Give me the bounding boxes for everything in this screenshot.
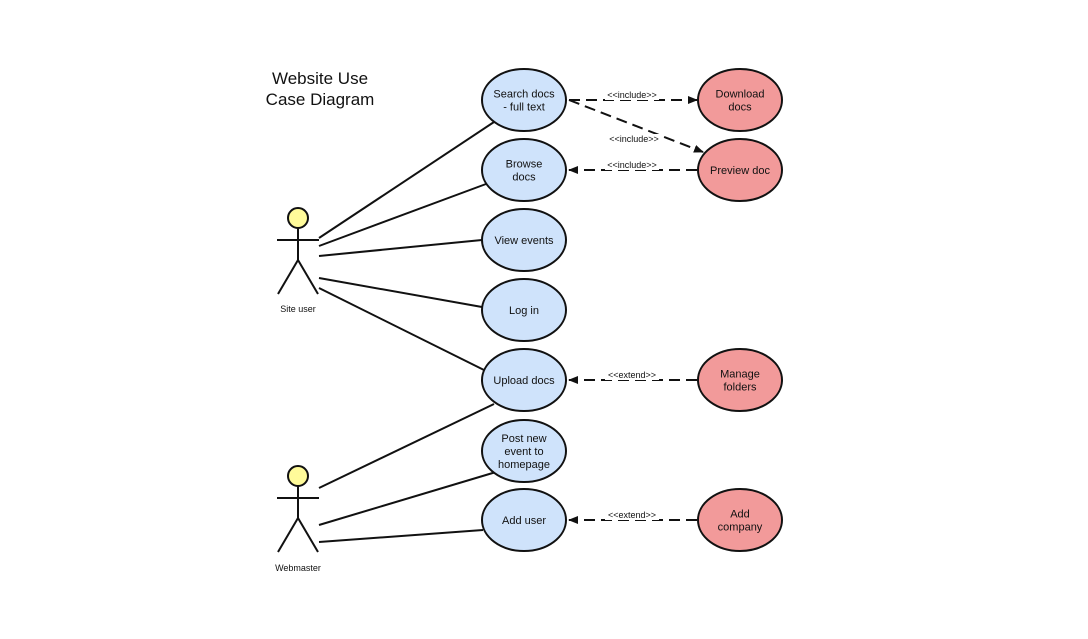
extension-case-ellipse [697,488,783,552]
relationship-label-background [607,134,661,144]
actor-right-leg [297,517,319,553]
use-case-label-line: Upload docs [493,375,555,387]
association-line-site_user-browse [318,183,487,247]
use-case-upload[interactable]: Upload docs [481,348,567,412]
actor-webmaster[interactable]: Webmaster [275,465,321,573]
use-case-label-line: View events [494,235,554,247]
association-line-webmaster-post [318,471,497,526]
actor-left-leg [277,259,299,295]
use-case-label-line: Browse [506,159,543,171]
use-case-label-line: Post new [501,433,546,445]
use-case-ellipse [481,488,567,552]
actor-right-leg [297,259,319,295]
extension-case-label-line: Download [716,89,765,101]
association-lines [318,121,497,543]
relationship-label-background [605,370,659,380]
extension-case-label-line: Preview doc [710,165,770,177]
use-case-label-line: homepage [498,459,550,471]
use-case-ellipse [481,68,567,132]
diagram-title-line-2: Case Diagram [265,90,375,109]
relationship-label-search-preview: <<include>> [609,134,659,144]
association-line-site_user-search [318,121,495,239]
relationship-label-search-download: <<include>> [607,90,657,100]
relationship-label-company-adduser: <<extend>> [608,510,656,520]
relationship-label-background [605,510,659,520]
extension-case-label-line: folders [723,382,757,394]
use-case-search[interactable]: Search docs- full text [481,68,567,132]
use-case-login[interactable]: Log in [481,278,567,342]
extension-case-preview[interactable]: Preview doc [697,138,783,202]
use-case-label-line: Add user [502,515,546,527]
extension-case-label-line: docs [728,102,752,114]
dependency-arrow-search-preview [568,99,704,153]
extension-case-ellipse [697,68,783,132]
actor-label: Webmaster [275,563,321,573]
use-case-events[interactable]: View events [481,208,567,272]
use-case-ellipse [481,138,567,202]
association-line-webmaster-adduser [318,529,484,543]
use-case-adduser[interactable]: Add user [481,488,567,552]
use-case-ellipse [481,348,567,412]
actor-site_user[interactable]: Site user [277,207,319,314]
use-case-label-line: - full text [503,102,545,114]
association-line-site_user-upload [318,287,489,373]
actor-head-icon [287,465,309,487]
use-case-label-line: event to [504,446,543,458]
actor-label: Site user [280,304,316,314]
diagram-title-line-1: Website Use [271,69,369,88]
use-case-ellipse [481,208,567,272]
use-case-ellipse [481,278,567,342]
actor-left-leg [277,517,299,553]
extension-case-label-line: Add [730,509,750,521]
dependency-arrows: <<include>> <<include>> <<include>> <<exten… [568,90,704,524]
use-case-label-line: Log in [509,305,539,317]
relationship-label-background [605,90,659,100]
relationship-label-background [605,160,659,170]
actor-head-icon [287,207,309,229]
extension-case-ellipse [697,138,783,202]
association-line-webmaster-upload [318,403,495,489]
relationship-label-folders-upload: <<extend>> [608,370,656,380]
extension-case-ellipse [697,348,783,412]
use-case-label-line: Search docs [493,89,555,101]
use-case-label-line: docs [512,172,536,184]
relationship-label-preview-browse: <<include>> [607,160,657,170]
extension-case-label-line: company [718,522,763,534]
association-line-site_user-events [318,239,483,257]
association-line-site_user-login [318,277,483,308]
use-case-ellipse [481,419,567,483]
extension-case-label-line: Manage [720,369,760,381]
